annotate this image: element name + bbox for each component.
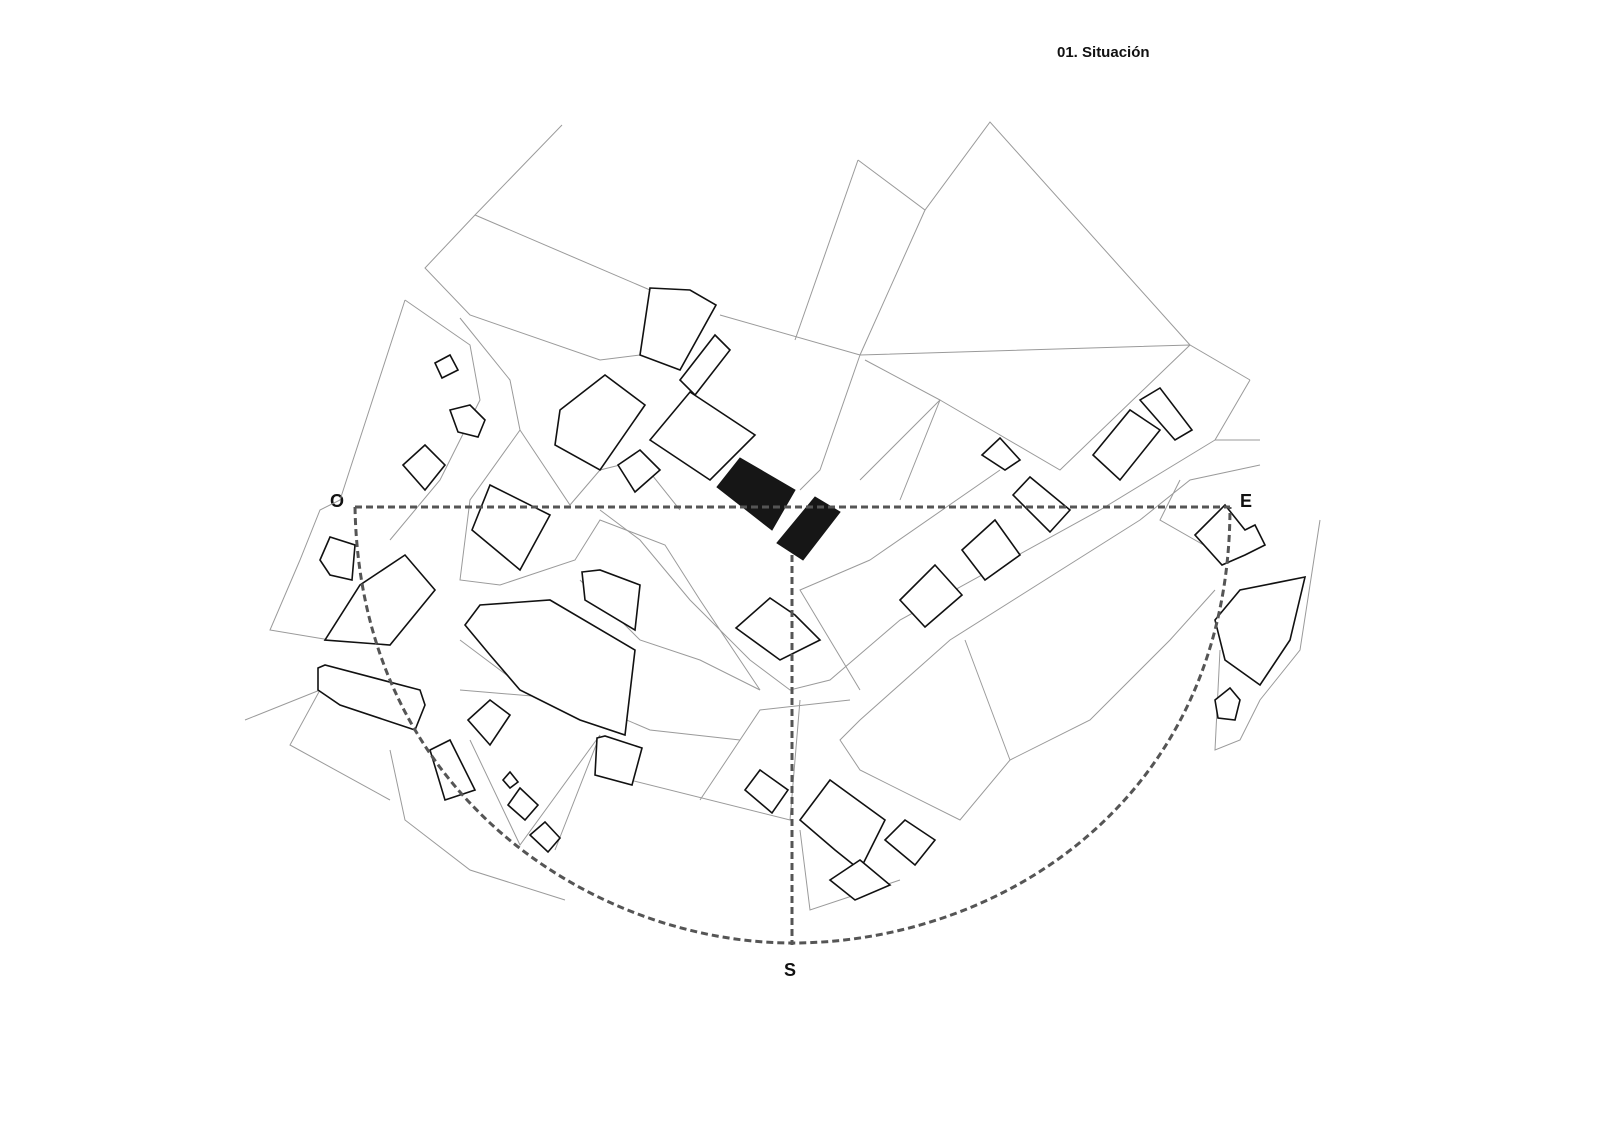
parcel-lines: [244, 121, 1321, 911]
east-label: E: [1240, 491, 1253, 511]
south-label: S: [784, 960, 797, 980]
highlighted-building-1: [716, 457, 796, 531]
sun-path: [353, 505, 1232, 945]
highlighted-building-2: [776, 496, 841, 561]
buildings: [317, 287, 1307, 901]
plan-title: 01. Situación: [1057, 44, 1150, 61]
